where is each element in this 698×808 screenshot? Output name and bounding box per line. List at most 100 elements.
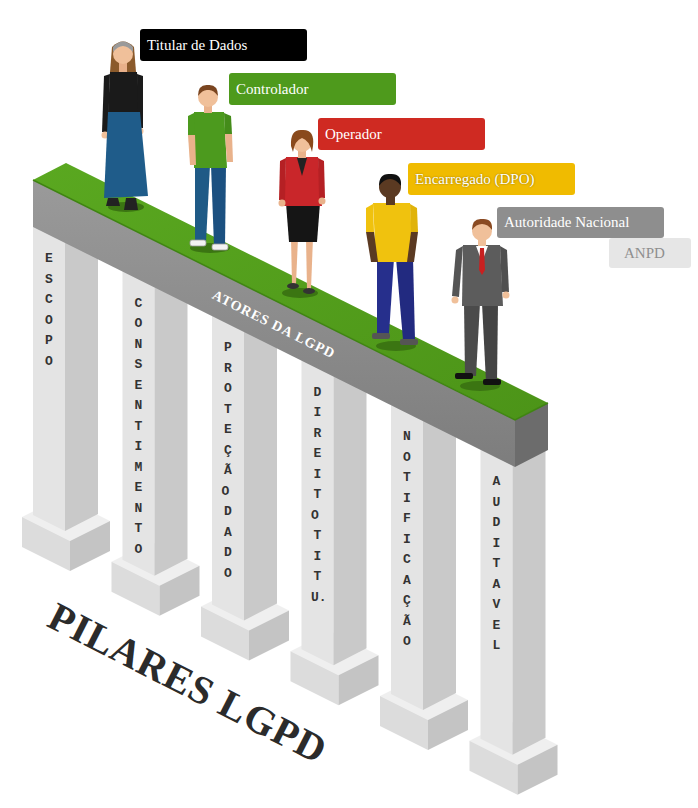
person-operador <box>279 130 326 298</box>
shoe <box>455 373 473 379</box>
base-side <box>428 700 468 750</box>
arm <box>318 158 325 198</box>
leg <box>211 165 226 246</box>
beam <box>33 163 548 467</box>
shaft-front <box>33 222 65 531</box>
sleeve <box>224 113 232 134</box>
tie <box>479 248 485 275</box>
pillar-6 <box>470 445 558 795</box>
actor-name: Controlador <box>236 73 309 105</box>
pillar-label: PROTEÇÃO DADO <box>222 338 235 584</box>
pillar-1 <box>22 221 110 571</box>
actor-tag: Encarregado (DPO) <box>408 163 575 195</box>
pillar-face: NOTIFICAÇÃO <box>391 427 423 653</box>
actor-tag: Titular de Dados <box>140 29 307 61</box>
shaft-side <box>334 355 367 665</box>
foot <box>106 198 120 206</box>
shaft-front <box>302 356 334 665</box>
leg <box>377 258 394 334</box>
jacket <box>284 157 322 206</box>
person-dpo <box>366 174 418 351</box>
person-titular <box>102 42 149 213</box>
actor-name: Operador <box>325 118 382 150</box>
shoe <box>287 283 299 289</box>
person-anpd <box>452 219 510 391</box>
arm <box>225 134 233 162</box>
shaft-side <box>155 266 188 576</box>
arm <box>188 135 196 165</box>
headband <box>113 42 133 53</box>
shaft-front <box>391 401 423 710</box>
shaft-front <box>123 267 155 576</box>
base-side <box>160 566 200 616</box>
base-side <box>70 521 110 571</box>
pillar-face: PROTEÇÃO DADO <box>212 338 244 584</box>
shaft-side <box>65 221 98 531</box>
shaft-front <box>212 312 244 621</box>
pillar-label: DIREITO TITU. <box>311 383 324 609</box>
pillar-label: CONSENTIMENTO <box>132 294 145 561</box>
torso <box>108 72 140 114</box>
skirt <box>104 112 148 198</box>
leg <box>291 238 298 284</box>
arm <box>500 246 509 292</box>
diagram-title: PILARES LGPD <box>41 592 335 773</box>
shadow <box>282 288 318 298</box>
arm <box>366 232 378 262</box>
grass-edge <box>33 180 548 420</box>
pillar-label: AUDITAVEL <box>490 472 503 657</box>
hand <box>319 198 326 205</box>
pillar-label: NOTIFICAÇÃO <box>401 427 414 653</box>
arm <box>407 232 418 262</box>
pillar-label: ESCOPO <box>43 249 56 372</box>
actor-name: Encarregado (DPO) <box>415 163 535 195</box>
hair <box>110 42 136 73</box>
shaft-side <box>423 400 456 710</box>
jacket <box>462 245 503 306</box>
shirt <box>373 203 413 262</box>
foot <box>124 198 138 210</box>
hand <box>452 297 459 304</box>
sleeve <box>366 204 374 232</box>
leg <box>464 303 480 376</box>
arm <box>279 158 286 200</box>
base-side <box>518 745 558 795</box>
leg <box>482 303 498 382</box>
shoe <box>303 288 315 294</box>
pillar-5 <box>380 400 468 750</box>
person-controlador <box>188 85 233 253</box>
hand <box>279 200 286 207</box>
hair <box>379 174 401 186</box>
pillar-face: AUDITAVEL <box>481 472 513 657</box>
shoe <box>372 333 390 339</box>
pillar-3 <box>201 311 289 661</box>
hand <box>503 292 510 299</box>
actor-tag: Controlador <box>229 73 396 105</box>
shoe <box>483 379 501 385</box>
hair <box>472 219 492 230</box>
sleeve <box>188 113 195 135</box>
leg <box>396 258 415 340</box>
actor-tag: Operador <box>318 118 485 150</box>
pillar-2 <box>112 266 200 616</box>
pillar-face: DIREITO TITU. <box>302 383 334 609</box>
shirt <box>194 112 227 168</box>
actor-name: Titular de Dados <box>147 29 247 61</box>
base-side <box>339 655 379 705</box>
leg <box>306 238 313 289</box>
shoe <box>190 240 206 246</box>
shaft-front <box>481 446 513 755</box>
skirt <box>286 203 320 242</box>
beam-front <box>33 180 515 467</box>
shoe <box>400 339 418 345</box>
shoe <box>212 244 228 250</box>
sleeve <box>410 204 418 232</box>
collar <box>297 158 307 176</box>
leg <box>195 165 210 242</box>
pillar-face: CONSENTIMENTO <box>123 294 155 561</box>
actor-name: ANPD <box>624 238 665 268</box>
pillar-face: ESCOPO <box>33 249 65 372</box>
actor-tag: ANPD <box>609 238 691 268</box>
